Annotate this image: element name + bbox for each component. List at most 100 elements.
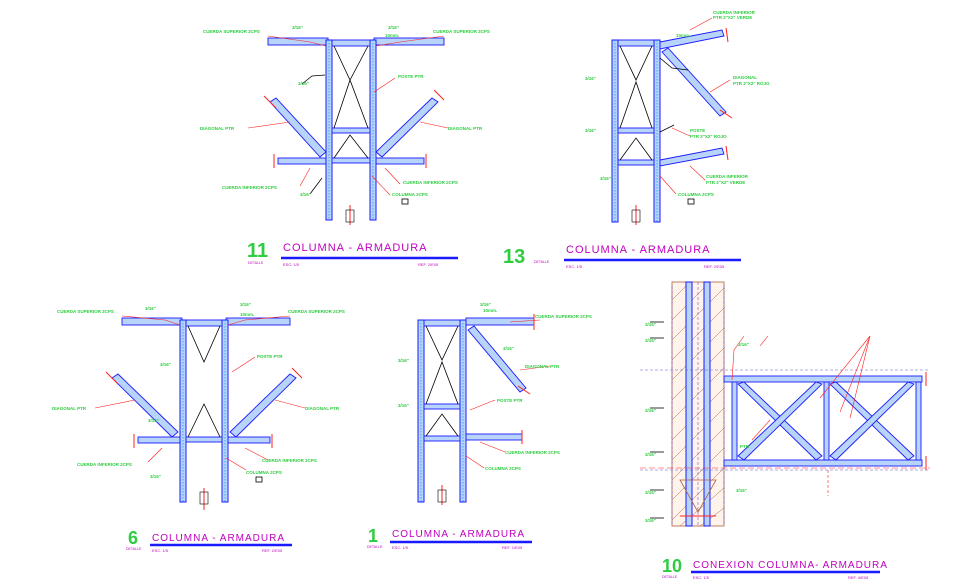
annotation: COLUMNA 2CPS [678,192,714,197]
weld-mark: 3/16" [585,128,596,133]
annotation: DIAGONAL [733,75,757,80]
inner-mid-chord [617,127,655,134]
detail-ref: REF. 2/E05 [704,264,725,269]
detail-title: COLUMNA - ARMADURA [152,533,285,544]
bottom-chord [723,459,923,467]
annotation: CUERDA INFERIOR 2CPS [262,458,317,463]
post [823,381,830,461]
annotation: COLUMNA 2CPS [392,192,428,197]
annotation: 10mm. [483,308,497,313]
weld-mark: 3/16" [150,474,161,479]
detail-10: 3/16" 3/16" 3/16" 3/16" 3/16" 3/16" 3/16… [640,281,930,580]
annotation: CUERDA INFERIOR 2CPS [77,462,132,467]
inner-top-chord [423,319,461,327]
detail-title: COLUMNA - ARMADURA [392,529,525,540]
detail-number: 13 [503,246,525,268]
diagonal [467,325,527,393]
detail-6: CUERDA SUPERIOR 2CPS CUERDA SUPERIOR 2CP… [52,302,345,553]
detail-scale: ESC. 1/5 [566,264,583,269]
inner-mid-chord [331,127,371,134]
detail-label: DETALLE [248,261,264,265]
annotation: PTR 2"X2" ROJO [690,134,727,139]
top-chord [465,317,535,326]
detail-scale: ESC. 1/5 [283,262,300,267]
diagonal-left [269,97,327,158]
inner-bottom-chord [331,157,371,164]
annotation: 10mm. [676,33,690,38]
annotation: CUERDA SUPERIOR 2CPS [57,309,114,314]
weld-mark: 3/16" [160,362,171,367]
top-chord-right [373,37,445,46]
annotation: CUERDA INFERIOR 2CPS [222,185,277,190]
detail-scale: ESC. 1/5 [152,548,169,553]
detail-1: 10mm. CUERDA SUPERIOR 2CPS DIAGONAL PTR … [367,302,592,550]
annotation: CUERDA SUPERIOR 2CPS [288,309,345,314]
weld-mark: 3/16" [645,518,656,523]
diagonal [661,47,727,117]
detail-13: CUERDA INFERIOR PTR 2"X2" VERDE 10mm. DI… [503,10,770,269]
detail-ref: REF. 2/E05 [418,262,439,267]
weld-mark: 3/16" [398,358,409,363]
weld-mark: 3/16" [645,490,656,495]
diagonal [737,381,823,461]
weld-mark: 3/16" [388,25,399,30]
annotation: DIAGONAL PTR [448,126,483,131]
annotation: CUERDA INFERIOR [713,10,756,15]
bottom-chord [659,147,725,167]
annotation: POSTE PTR [398,74,424,79]
annotation: DIAGONAL PTR [52,406,87,411]
bottom-chord-right [373,157,425,165]
inner-bottom-chord [185,436,223,443]
weld-mark: 3/16" [240,302,251,307]
weld-mark: 3/16" [503,346,514,351]
inner-bottom-chord [423,435,461,442]
top-chord [723,375,923,383]
weld-mark: 3/16" [736,488,747,493]
bottom-chord-right [225,436,271,444]
annotation: PTR 2"X2" ROJO [733,81,770,86]
weld-mark: 3/16" [645,322,656,327]
annotation: DIAGONAL PTR [525,364,560,369]
annotation: CUERDA SUPERIOR 2CPS [203,29,260,34]
annotation: POSTE PTR [497,398,523,403]
bottom-chord-left [137,436,183,444]
annotation: POSTE PTR [257,354,283,359]
detail-label: DETALLE [367,545,383,549]
detail-ref: REF. 1/E05 [502,545,523,550]
annotation: CUERDA INFERIOR [706,174,749,179]
detail-title: COLUMNA - ARMADURA [566,244,711,256]
weld-mark: 3/16" [300,192,311,197]
inner-top-chord [617,39,655,47]
detail-scale: ESC. 1/5 [693,575,710,580]
post [731,381,738,461]
detail-title: COLUMNA - ARMADURA [283,242,428,254]
detail-number: 11 [247,240,268,262]
annotation: 10mm. [240,312,254,317]
weld-mark: 3/16" [645,452,656,457]
weld-mark: 3/16" [480,302,491,307]
diagonal-right [229,373,297,438]
column-right [703,281,711,527]
weld-mark: 3/16" [600,176,611,181]
detail-scale: ESC. 1/5 [392,545,409,550]
detail-11: CUERDA SUPERIOR 2CPS CUERDA SUPERIOR 2CP… [200,25,490,267]
detail-label: DETALLE [662,575,678,579]
annotation: PTR [740,444,750,449]
diagonal [829,381,915,461]
weld-mark: 3/16" [398,403,409,408]
weld-mark: 3/16" [585,76,596,81]
inner-top-chord [331,39,371,47]
weld-mark: 3/16" [148,418,159,423]
weld-mark: 3/16" [738,342,749,347]
diagonal-left [111,373,179,438]
weld-mark: 3/16" [645,408,656,413]
annotation: CUERDA INFERIOR 2CPS [403,180,458,185]
weld-mark: 3/16" [645,338,656,343]
detail-label: DETALLE [534,260,550,264]
detail-number: 1 [368,526,378,546]
detail-ref: REF. 2/E05 [262,548,283,553]
detail-number: 10 [662,556,682,576]
detail-ref: REF. 4/E05 [848,575,869,580]
annotation: COLUMNA 2CPS [485,466,521,471]
weld-mark: 3/16" [298,81,309,86]
